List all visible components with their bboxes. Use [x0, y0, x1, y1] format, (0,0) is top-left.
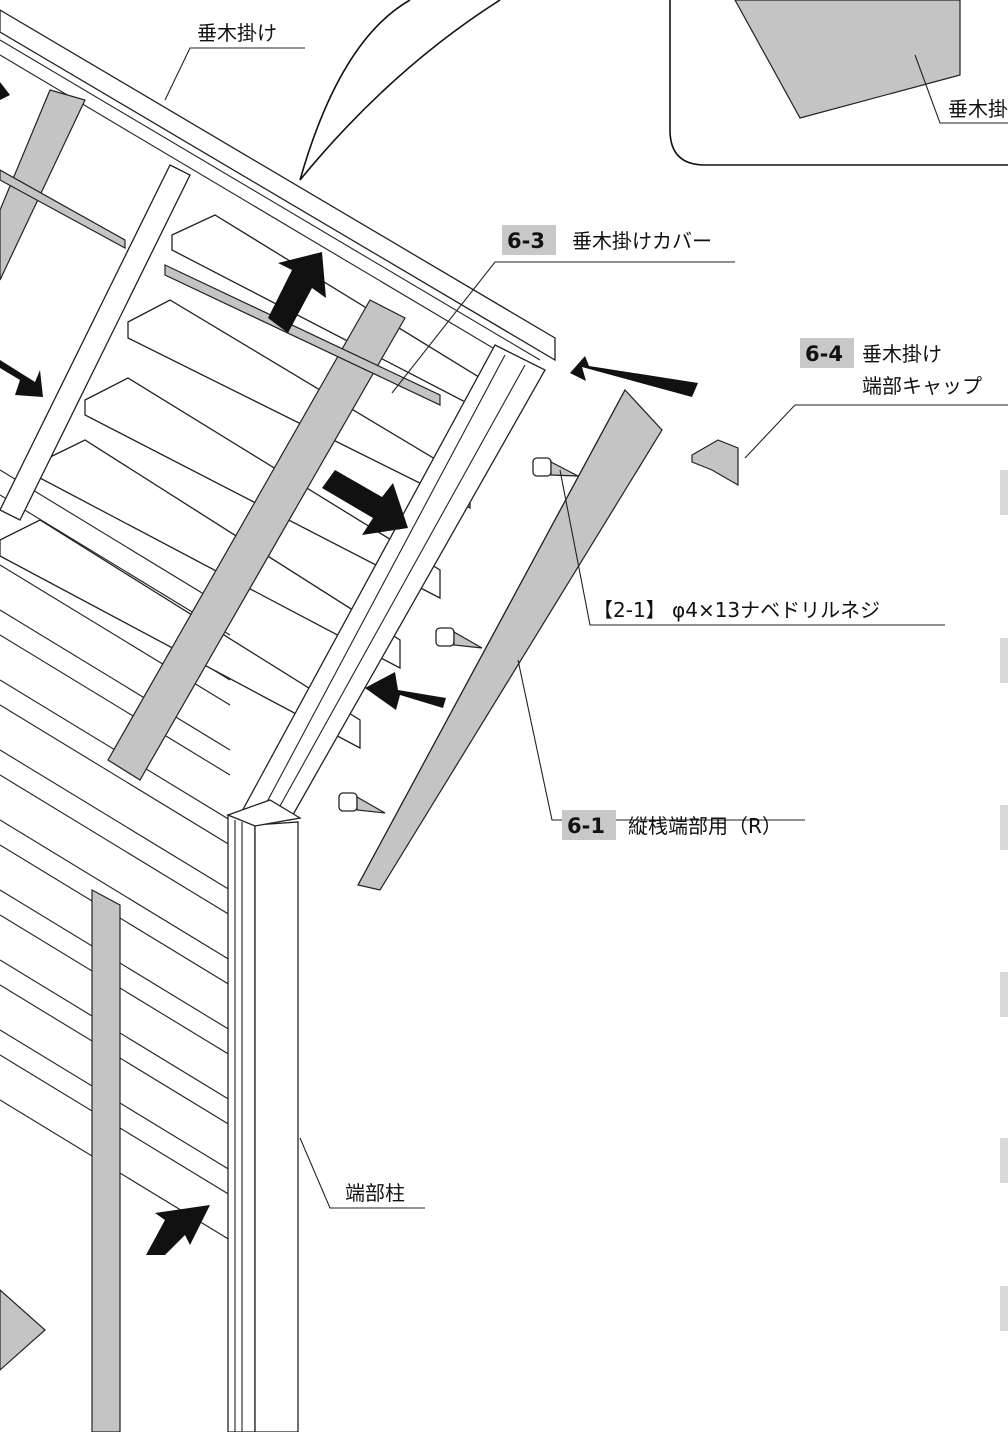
text-labels: 垂木掛け 垂木掛 6-3 垂木掛けカバー 6-4 垂木掛け 端部キャップ 【2-… — [197, 21, 1008, 1205]
arrow-right-icon — [322, 470, 408, 535]
mullion-cover-left — [0, 89, 86, 281]
mullion-part-name: 縦桟端部用（R） — [628, 814, 782, 838]
panel-lower-left — [0, 1289, 46, 1371]
end-post — [226, 799, 302, 1432]
cover-part-code: 6-3 — [507, 229, 545, 253]
screw-label: 【2-1】 φ4×13ナベドリルネジ — [593, 598, 880, 622]
screw-icon-1 — [532, 457, 579, 477]
detail-rafter-hanger-label: 垂木掛 — [948, 97, 1008, 121]
cap-part-name-1: 垂木掛け — [862, 342, 942, 366]
screw-icon-3 — [338, 792, 386, 814]
end-post-label: 端部柱 — [345, 1181, 405, 1205]
screw-icon-2 — [435, 627, 483, 649]
end-cap-part — [691, 439, 739, 487]
mullion-cover-lower — [91, 888, 121, 1432]
rafter-hanger-label: 垂木掛け — [197, 21, 277, 45]
arrow-up-icon — [268, 252, 326, 333]
roof-structure — [0, 9, 556, 1432]
cover-part-name: 垂木掛けカバー — [572, 229, 712, 253]
arrow-diag-icon — [0, 360, 43, 397]
mullion-cover-center — [107, 299, 406, 781]
detail-rafter-hanger-part — [734, 0, 961, 119]
direction-arrows — [0, 82, 698, 1255]
leader-lines — [164, 47, 1008, 1209]
arrow-up-icon-2 — [0, 82, 10, 100]
detail-callout — [299, 0, 1008, 181]
cap-part-code: 6-4 — [805, 342, 843, 366]
arrow-left-icon — [570, 356, 698, 397]
installed-parts — [338, 388, 739, 891]
mullion-part-code: 6-1 — [567, 814, 605, 838]
arrow-upright-icon — [146, 1205, 210, 1255]
page-edge-tabs — [1000, 470, 1008, 1331]
arrow-left-icon-2 — [365, 672, 446, 710]
cap-part-name-2: 端部キャップ — [862, 374, 982, 398]
